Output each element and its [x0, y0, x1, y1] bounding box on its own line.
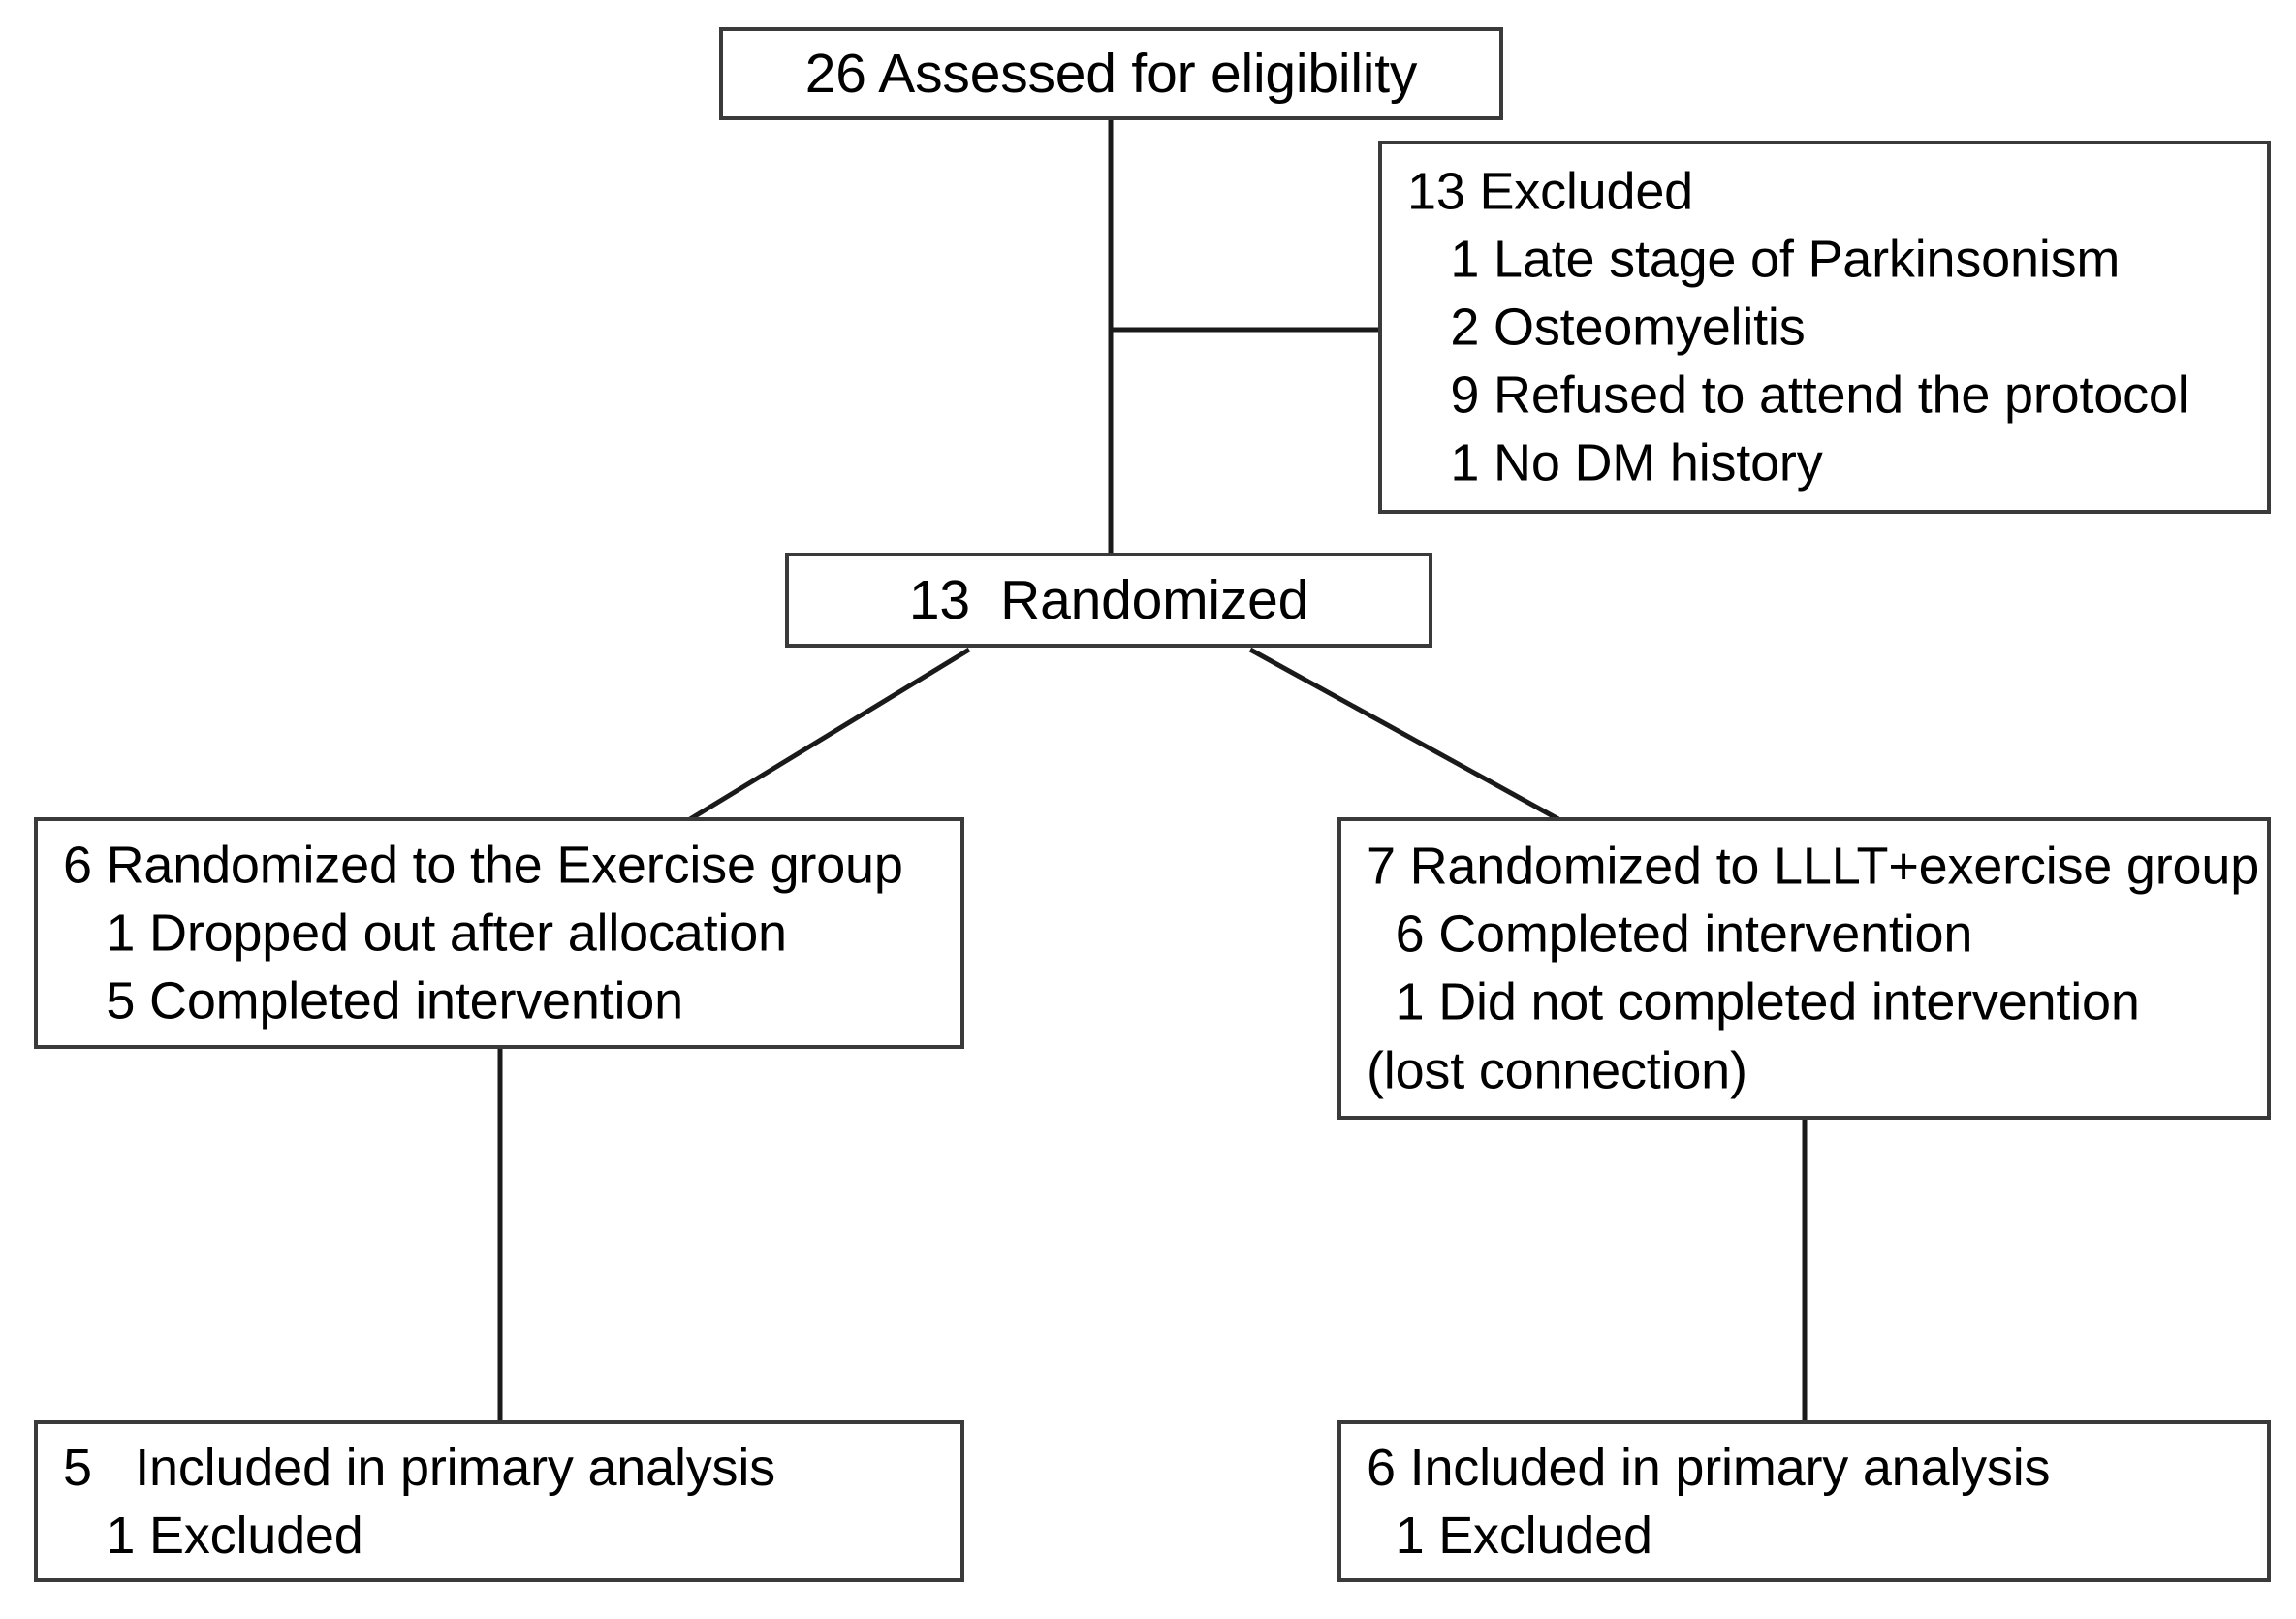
node-allocation-exercise-line-1: 6 Randomized to the Exercise group: [63, 836, 903, 895]
node-allocation-lllt-exercise-group: 7 Randomized to LLLT+exercise group 6 Co…: [1337, 817, 2271, 1120]
node-allocation-lllt-line-3: 1 Did not completed intervention: [1367, 973, 2140, 1032]
node-excluded-content: 13 Excluded 1 Late stage of Parkinsonism…: [1382, 157, 2267, 497]
node-excluded-line-1: 13 Excluded: [1407, 162, 1694, 221]
node-allocation-exercise-line-3: 5 Completed intervention: [63, 971, 683, 1031]
node-randomized: 13 Randomized: [785, 553, 1432, 648]
node-allocation-exercise-group: 6 Randomized to the Exercise group 1 Dro…: [34, 817, 964, 1049]
node-excluded: 13 Excluded 1 Late stage of Parkinsonism…: [1378, 141, 2271, 514]
node-allocation-lllt-line-4: (lost connection): [1367, 1041, 1747, 1100]
node-excluded-line-5: 1 No DM history: [1407, 433, 1823, 492]
node-analysis-exercise-line-1: 5 Included in primary analysis: [63, 1438, 775, 1497]
node-analysis-exercise-line-2: 1 Excluded: [63, 1506, 363, 1565]
node-allocation-exercise-content: 6 Randomized to the Exercise group 1 Dro…: [38, 831, 960, 1035]
node-allocation-lllt-content: 7 Randomized to LLLT+exercise group 6 Co…: [1341, 833, 2267, 1105]
node-allocation-lllt-line-2: 6 Completed intervention: [1367, 905, 1973, 964]
node-excluded-line-4: 9 Refused to attend the protocol: [1407, 365, 2189, 425]
node-randomized-line-1: 13 Randomized: [908, 568, 1309, 631]
node-excluded-line-2: 1 Late stage of Parkinsonism: [1407, 230, 2121, 289]
node-assessed-content: 26 Assessed for eligibility: [723, 38, 1499, 110]
node-analysis-lllt-line-1: 6 Included in primary analysis: [1367, 1438, 2051, 1497]
edge-randomized-to-allocation-left: [688, 647, 971, 822]
node-allocation-exercise-line-2: 1 Dropped out after allocation: [63, 904, 787, 963]
node-analysis-lllt-content: 6 Included in primary analysis 1 Exclude…: [1341, 1433, 2267, 1569]
node-analysis-exercise-group: 5 Included in primary analysis 1 Exclude…: [34, 1420, 964, 1582]
node-analysis-exercise-content: 5 Included in primary analysis 1 Exclude…: [38, 1433, 960, 1569]
node-analysis-lllt-exercise-group: 6 Included in primary analysis 1 Exclude…: [1337, 1420, 2271, 1582]
node-randomized-content: 13 Randomized: [789, 564, 1429, 636]
edge-randomized-to-allocation-right: [1248, 647, 1560, 822]
node-assessed-for-eligibility: 26 Assessed for eligibility: [719, 27, 1503, 120]
node-analysis-lllt-line-2: 1 Excluded: [1367, 1506, 1652, 1565]
node-assessed-line-1: 26 Assessed for eligibility: [804, 42, 1418, 105]
node-excluded-line-3: 2 Osteomyelitis: [1407, 298, 1806, 357]
node-allocation-lllt-line-1: 7 Randomized to LLLT+exercise group: [1367, 837, 2260, 896]
